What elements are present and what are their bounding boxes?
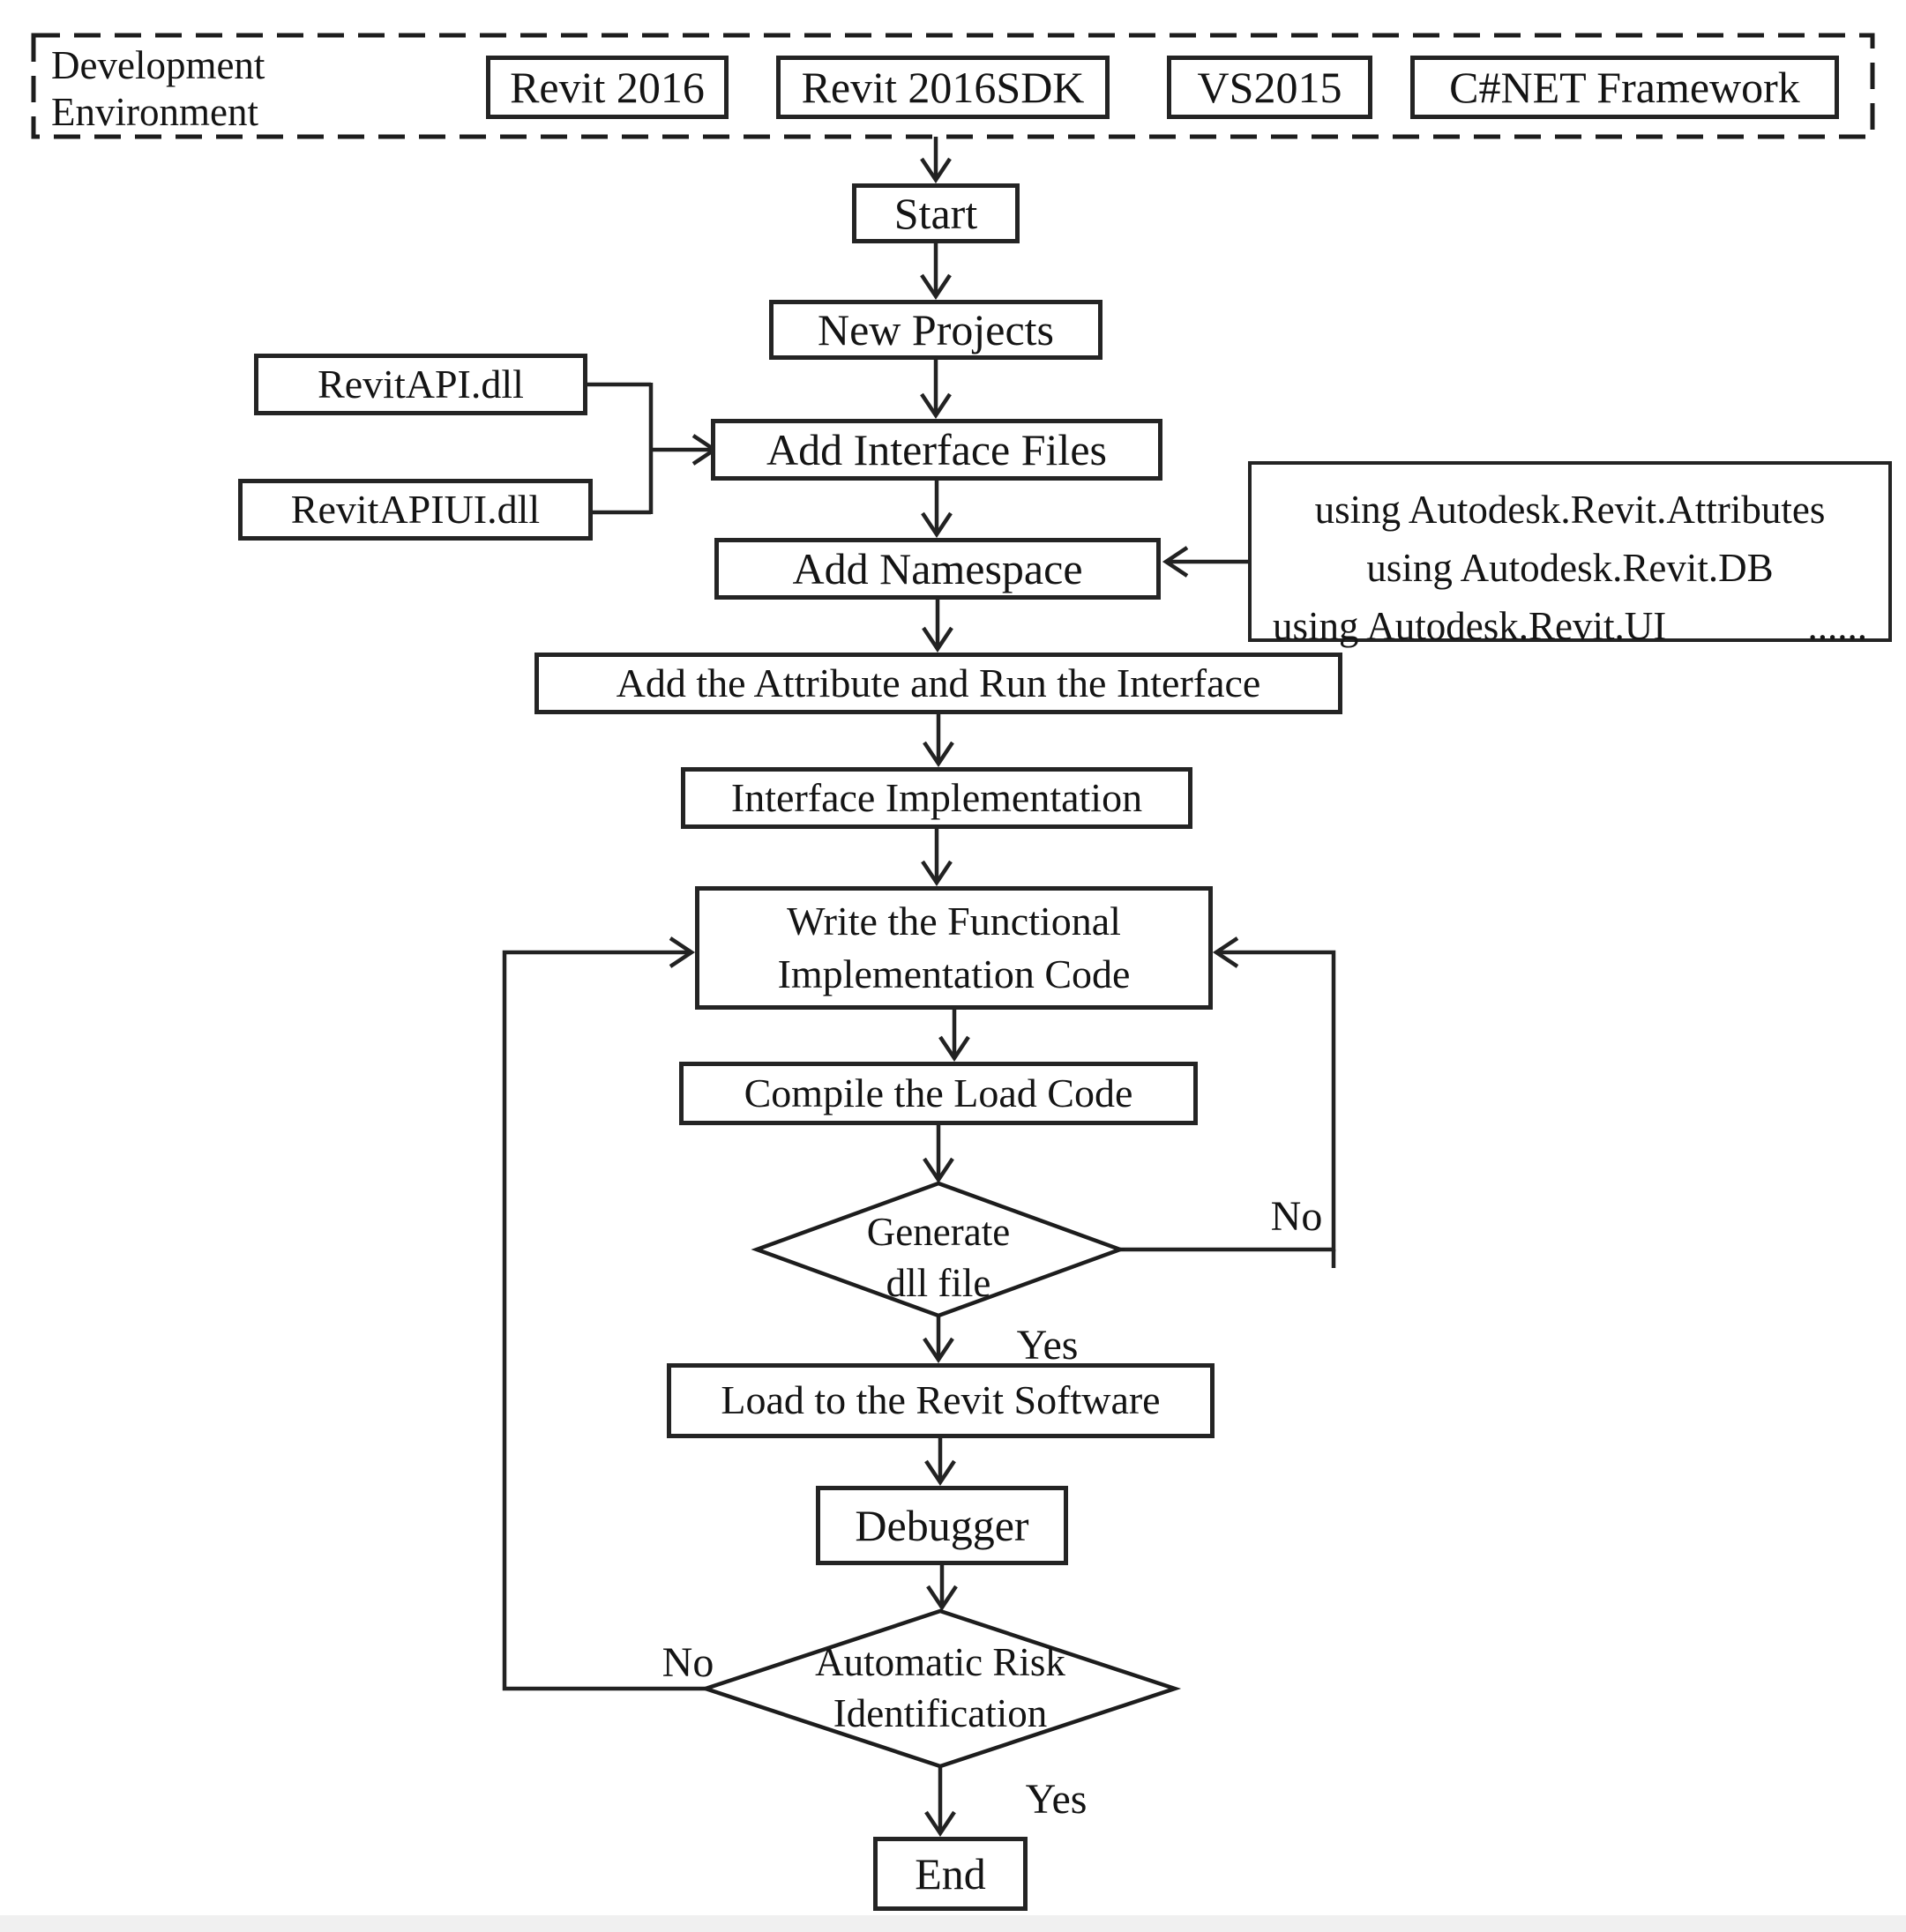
add-namespace-node: Add Namespace xyxy=(714,538,1161,600)
footer-band xyxy=(0,1915,1906,1932)
compile-load-code-node: Compile the Load Code xyxy=(679,1062,1198,1125)
end-node: End xyxy=(873,1837,1028,1911)
using-note-line1: using Autodesk.Revit.Attributes xyxy=(1314,488,1826,532)
new-projects-node-label: New Projects xyxy=(818,304,1054,354)
env-tool-revit-2016-sdk-label: Revit 2016SDK xyxy=(801,62,1085,112)
risk-yes-label: Yes xyxy=(1025,1776,1088,1823)
development-environment-label: Development Environment xyxy=(51,42,265,135)
add-namespace-label: Add Namespace xyxy=(792,543,1083,593)
load-to-revit-label: Load to the Revit Software xyxy=(721,1377,1161,1423)
write-functional-code-node: Write the Functional Implementation Code xyxy=(695,886,1213,1010)
env-tool-cnet-framework: C#NET Framework xyxy=(1410,56,1839,119)
write-functional-code-line1: Write the Functional xyxy=(787,899,1121,944)
arrow-risk-no-loop xyxy=(502,936,706,1691)
generate-dll-line2: dll file xyxy=(886,1261,991,1305)
risk-identification-decision-shape xyxy=(699,1608,1182,1769)
env-tool-revit-2016-sdk: Revit 2016SDK xyxy=(776,56,1110,119)
revit-api-ui-dll-node: RevitAPIUI.dll xyxy=(238,479,593,541)
risk-no-label: No xyxy=(661,1639,714,1686)
debugger-label: Debugger xyxy=(855,1500,1029,1550)
risk-identification-decision-label: Automatic Risk Identification xyxy=(764,1637,1117,1739)
env-tool-vs2015-label: VS2015 xyxy=(1197,62,1342,112)
using-note-line3-text: using Autodesk.Revit.UI xyxy=(1273,604,1667,648)
generate-dll-decision-label: Generate dll file xyxy=(806,1206,1071,1309)
generate-dll-line1: Generate xyxy=(866,1210,1011,1254)
generate-dll-no-label: No xyxy=(1270,1193,1323,1240)
interface-implementation-node: Interface Implementation xyxy=(681,767,1192,829)
env-tool-vs2015: VS2015 xyxy=(1167,56,1372,119)
env-tool-cnet-framework-label: C#NET Framework xyxy=(1449,62,1800,112)
env-tool-revit-2016-label: Revit 2016 xyxy=(510,62,705,112)
risk-identification-line2: Identification xyxy=(833,1691,1048,1735)
risk-identification-line1: Automatic Risk xyxy=(815,1640,1065,1684)
start-node-label: Start xyxy=(893,188,978,238)
env-tool-revit-2016: Revit 2016 xyxy=(486,56,729,119)
add-attribute-run-interface-label: Add the Attribute and Run the Interface xyxy=(616,660,1261,705)
arrow-generate-dll-no-loop xyxy=(1120,936,1336,1252)
end-node-label: End xyxy=(915,1848,986,1898)
compile-load-code-label: Compile the Load Code xyxy=(744,1070,1133,1115)
add-interface-files-node: Add Interface Files xyxy=(711,419,1162,481)
development-environment-label-line2: Environment xyxy=(51,89,258,134)
revit-api-dll-label: RevitAPI.dll xyxy=(318,361,524,407)
using-note-line3: using Autodesk.Revit.UI ...... xyxy=(1273,597,1867,655)
using-note-line3-dots: ...... xyxy=(1807,604,1868,648)
using-note-line2: using Autodesk.Revit.DB xyxy=(1366,546,1774,590)
debugger-node: Debugger xyxy=(816,1486,1068,1565)
write-functional-code-line2: Implementation Code xyxy=(777,951,1131,996)
add-interface-files-label: Add Interface Files xyxy=(766,424,1107,474)
interface-implementation-label: Interface Implementation xyxy=(730,774,1143,820)
add-attribute-run-interface-node: Add the Attribute and Run the Interface xyxy=(534,653,1342,714)
revit-api-dll-node: RevitAPI.dll xyxy=(254,354,587,415)
using-namespace-note: using Autodesk.Revit.Attributes using Au… xyxy=(1248,461,1892,648)
new-projects-node: New Projects xyxy=(769,300,1102,360)
generate-dll-yes-label: Yes xyxy=(1016,1322,1079,1369)
development-environment-container xyxy=(31,33,1875,139)
load-to-revit-node: Load to the Revit Software xyxy=(667,1363,1215,1438)
generate-dll-decision-shape xyxy=(751,1181,1126,1318)
start-node: Start xyxy=(852,183,1020,243)
development-environment-label-line1: Development xyxy=(51,43,265,87)
revit-api-ui-dll-label: RevitAPIUI.dll xyxy=(290,486,541,532)
